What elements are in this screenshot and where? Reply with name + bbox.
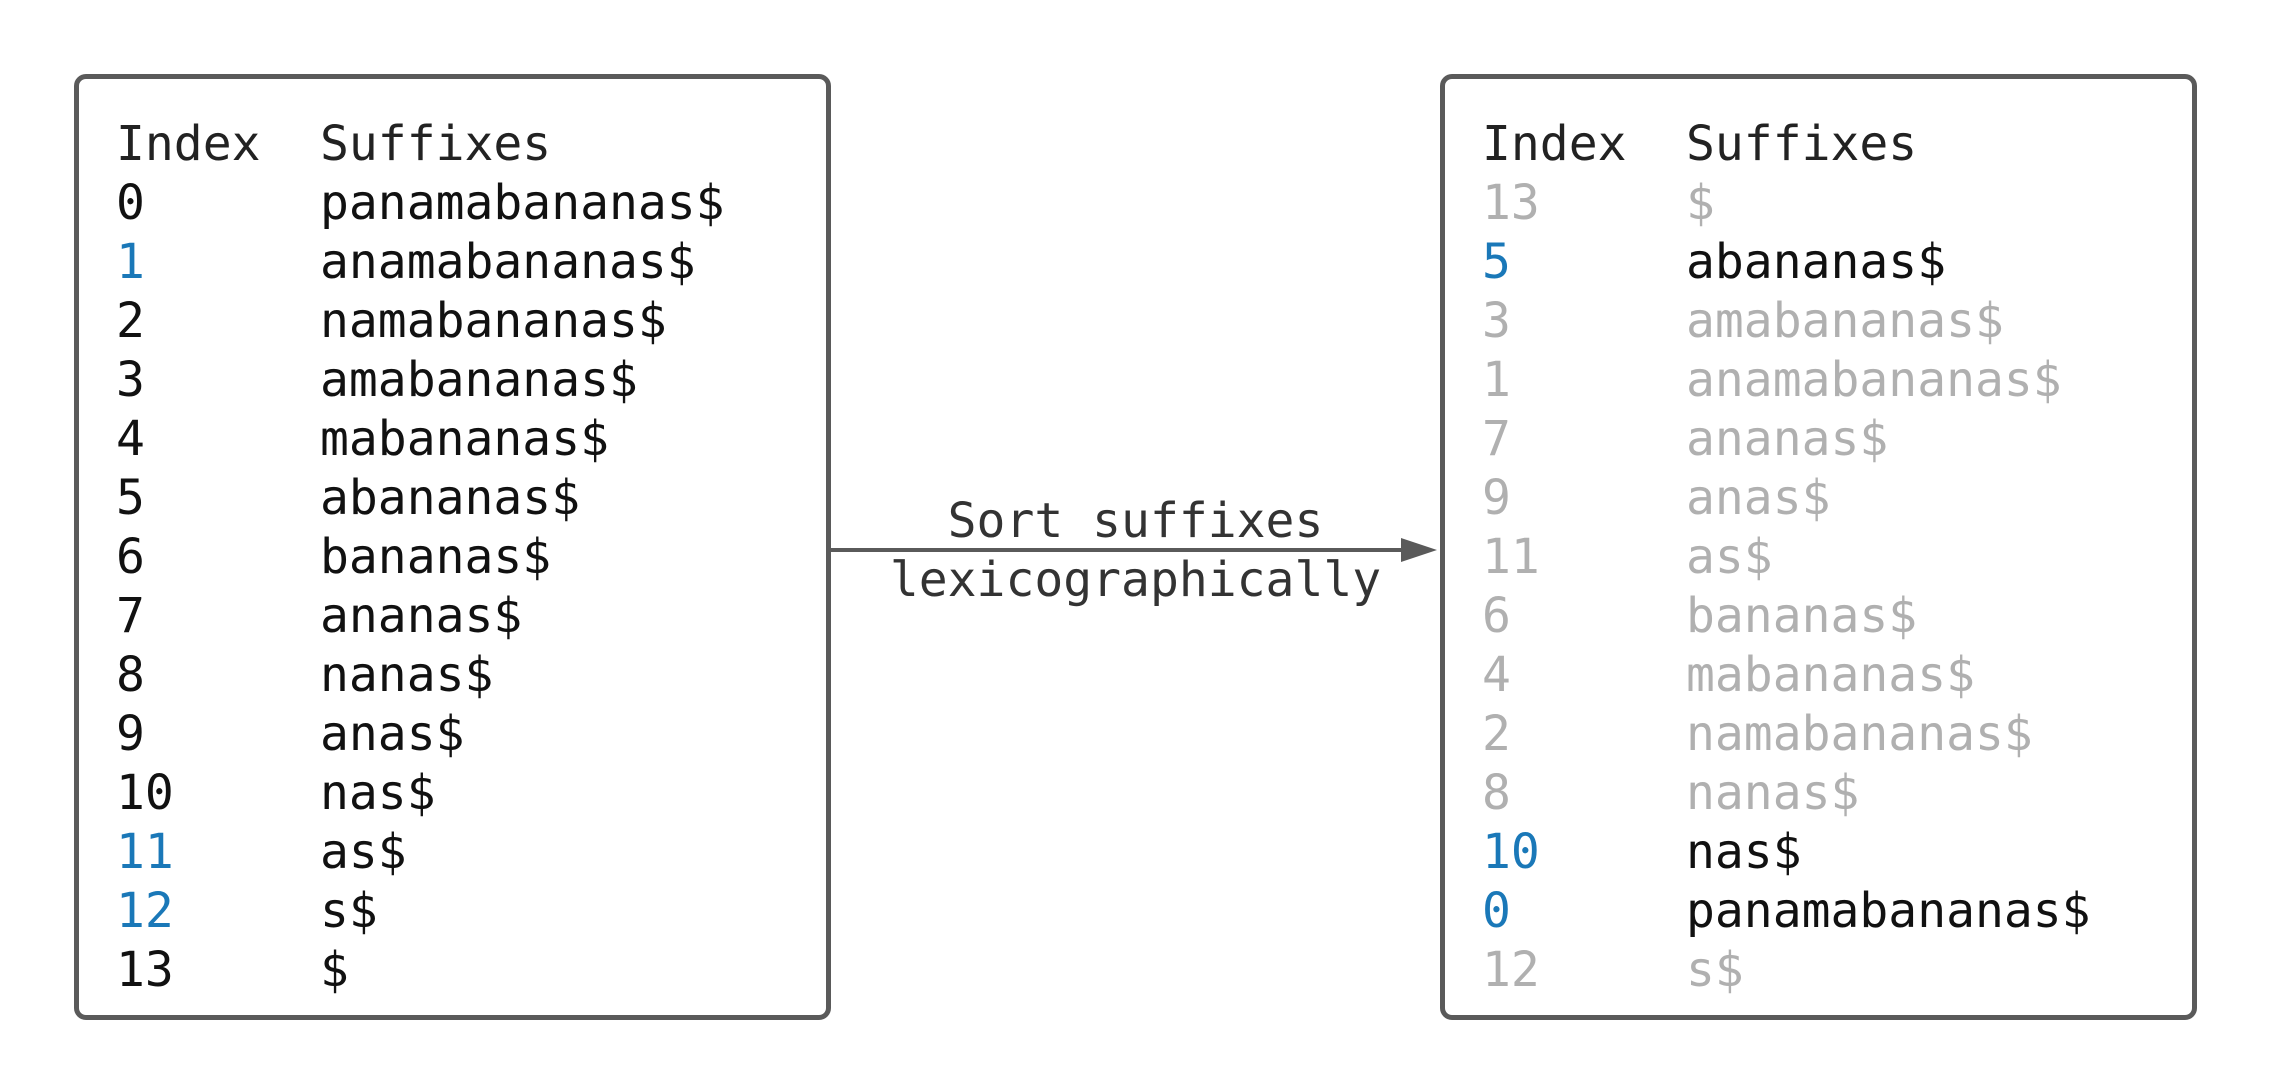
row-suffix: namabananas$ — [320, 293, 667, 349]
row-suffix: abananas$ — [1686, 234, 1947, 290]
row-index: 4 — [116, 411, 145, 467]
row-index: 13 — [1482, 175, 1540, 231]
row-index: 1 — [116, 234, 145, 290]
row-suffix: as$ — [320, 824, 407, 880]
row-index: 10 — [116, 765, 174, 821]
row-suffix: bananas$ — [1686, 588, 1918, 644]
row-suffix: nas$ — [320, 765, 436, 821]
row-suffix: amabananas$ — [320, 352, 638, 408]
row-index: 12 — [116, 883, 174, 939]
row-suffix: nanas$ — [1686, 765, 1860, 821]
sort-arrow: Sort suffixes lexicographically — [831, 480, 1440, 620]
row-index: 5 — [1482, 234, 1511, 290]
row-suffix: s$ — [320, 883, 378, 939]
arrow-label-line2: lexicographically — [889, 552, 1382, 608]
row-suffix: nas$ — [1686, 824, 1802, 880]
row-index: 13 — [116, 942, 174, 998]
row-index: 9 — [116, 706, 145, 762]
row-suffix: s$ — [1686, 942, 1744, 998]
arrow-icon — [831, 538, 1437, 562]
index-column-header: Index — [116, 116, 261, 172]
row-index: 8 — [1482, 765, 1511, 821]
row-index: 11 — [116, 824, 174, 880]
row-suffix: $ — [320, 942, 349, 998]
row-index: 3 — [116, 352, 145, 408]
row-index: 3 — [1482, 293, 1511, 349]
arrow-label-line1: Sort suffixes — [947, 493, 1324, 549]
row-suffix: anamabananas$ — [1686, 352, 2062, 408]
row-index: 0 — [116, 175, 145, 231]
row-index: 7 — [1482, 411, 1511, 467]
row-index: 8 — [116, 647, 145, 703]
index-column-header: Index — [1482, 116, 1627, 172]
row-index: 10 — [1482, 824, 1540, 880]
suffix-column-header: Suffixes — [1686, 116, 1918, 172]
row-suffix: panamabananas$ — [320, 175, 725, 231]
row-suffix: bananas$ — [320, 529, 552, 585]
row-index: 5 — [116, 470, 145, 526]
sorted-suffix-panel: Index Suffixes 13 $5 abananas$ 3 amabananas$… — [1440, 74, 2197, 1020]
row-suffix: anamabananas$ — [320, 234, 696, 290]
row-index: 11 — [1482, 529, 1540, 585]
row-index: 6 — [1482, 588, 1511, 644]
row-suffix: ananas$ — [320, 588, 523, 644]
row-suffix: anas$ — [1686, 470, 1831, 526]
row-suffix: abananas$ — [320, 470, 581, 526]
row-index: 0 — [1482, 883, 1511, 939]
row-index: 9 — [1482, 470, 1511, 526]
row-index: 4 — [1482, 647, 1511, 703]
row-index: 1 — [1482, 352, 1511, 408]
row-suffix: ananas$ — [1686, 411, 1889, 467]
row-suffix: anas$ — [320, 706, 465, 762]
row-index: 2 — [1482, 706, 1511, 762]
row-suffix: amabananas$ — [1686, 293, 2004, 349]
row-suffix: panamabananas$ — [1686, 883, 2091, 939]
row-suffix: as$ — [1686, 529, 1773, 585]
suffix-column-header: Suffixes — [320, 116, 552, 172]
unsorted-suffix-panel: Index Suffixes 0 panamabananas$ 1 anamabana… — [74, 74, 831, 1020]
row-suffix: mabananas$ — [1686, 647, 1975, 703]
row-index: 6 — [116, 529, 145, 585]
row-index: 12 — [1482, 942, 1540, 998]
row-index: 7 — [116, 588, 145, 644]
row-suffix: namabananas$ — [1686, 706, 2033, 762]
row-suffix: nanas$ — [320, 647, 494, 703]
row-index: 2 — [116, 293, 145, 349]
row-suffix: $ — [1686, 175, 1715, 231]
row-suffix: mabananas$ — [320, 411, 609, 467]
